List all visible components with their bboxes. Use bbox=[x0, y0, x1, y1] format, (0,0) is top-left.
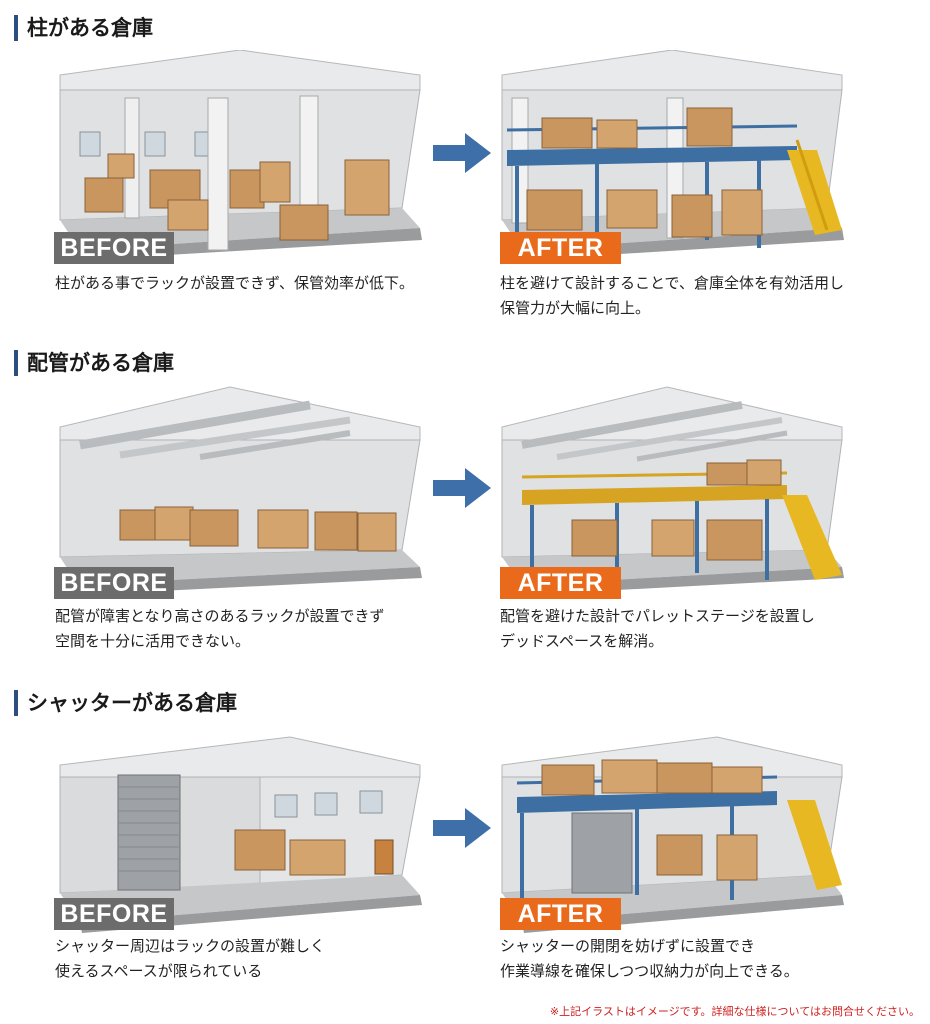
before-description: シャッター周辺はラックの設置が難しく 使えるスペースが限られている bbox=[55, 937, 326, 980]
section-pillar-warehouse: 柱がある倉庫 bbox=[0, 15, 930, 335]
after-description: 柱を避けて設計することで、倉庫全体を有効活用し 保管力が大幅に向上。 bbox=[500, 274, 844, 317]
after-illustration-pillars bbox=[501, 50, 844, 260]
before-badge: BEFORE bbox=[54, 232, 174, 264]
after-badge: AFTER bbox=[500, 567, 621, 599]
after-description: 配管を避けた設計でパレットステージを設置し デッドスペースを解消。 bbox=[500, 607, 815, 650]
before-illustration-pipes bbox=[59, 386, 422, 595]
right-arrow-icon bbox=[433, 808, 491, 848]
footnote: ※上記イラストはイメージです。詳細な仕様についてはお問合せください。 bbox=[549, 1005, 920, 1018]
right-arrow-icon bbox=[433, 468, 491, 508]
before-illustration-pillars bbox=[59, 50, 422, 260]
after-description: シャッターの開閉を妨げずに設置でき 作業導線を確保しつつ収納力が向上できる。 bbox=[500, 937, 799, 980]
before-illustration-shutter bbox=[59, 736, 422, 933]
section-title: 柱がある倉庫 bbox=[14, 15, 153, 41]
after-badge: AFTER bbox=[500, 898, 621, 930]
section-pipe-warehouse: 配管がある倉庫 BEF bbox=[0, 350, 930, 670]
before-badge: BEFORE bbox=[54, 567, 174, 599]
after-illustration-pipes bbox=[501, 386, 844, 595]
section-title: シャッターがある倉庫 bbox=[14, 690, 237, 716]
after-illustration-shutter bbox=[501, 736, 844, 933]
section-shutter-warehouse: シャッターがある倉庫 bbox=[0, 690, 930, 990]
right-arrow-icon bbox=[433, 133, 491, 173]
after-badge: AFTER bbox=[500, 232, 621, 264]
before-description: 配管が障害となり高さのあるラックが設置できず 空間を十分に活用できない。 bbox=[55, 607, 385, 650]
before-badge: BEFORE bbox=[54, 898, 174, 930]
before-description: 柱がある事でラックが設置できず、保管効率が低下。 bbox=[55, 274, 414, 292]
section-title: 配管がある倉庫 bbox=[14, 350, 174, 376]
